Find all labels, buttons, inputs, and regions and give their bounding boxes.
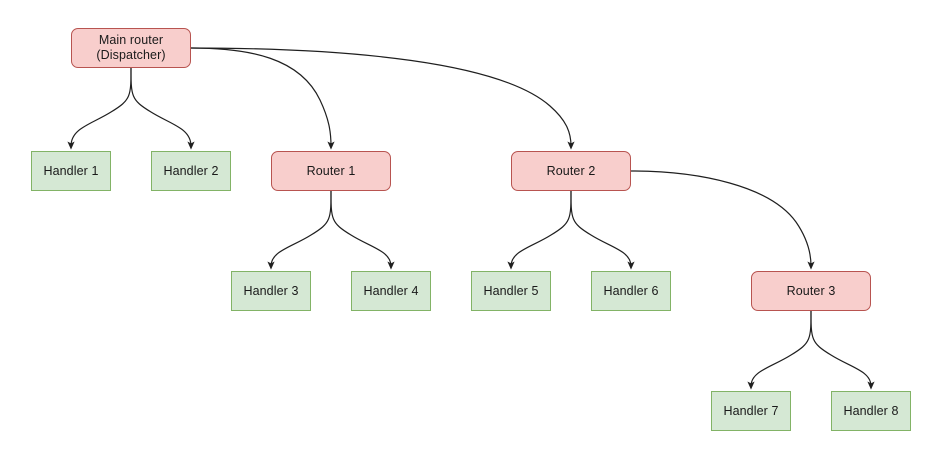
node-label-router-2: Router 2 [546, 163, 596, 178]
edge-router-2-to-router-3 [630, 170, 815, 270]
node-router-1[interactable]: Router 1 [271, 151, 391, 191]
node-label-handler-4: Handler 4 [363, 283, 419, 298]
edge-router-1-to-handler-4 [330, 190, 395, 270]
node-main-router[interactable]: Main router (Dispatcher) [71, 28, 191, 68]
node-handler-8[interactable]: Handler 8 [831, 391, 911, 431]
node-label-handler-7: Handler 7 [723, 403, 779, 418]
node-label-handler-6: Handler 6 [603, 283, 659, 298]
edge-router-3-to-handler-7 [747, 310, 812, 390]
node-label-handler-5: Handler 5 [483, 283, 539, 298]
node-label-handler-8: Handler 8 [843, 403, 899, 418]
node-handler-5[interactable]: Handler 5 [471, 271, 551, 311]
edge-main-to-router-2 [190, 47, 575, 150]
edge-main-to-handler-2 [130, 67, 195, 150]
edge-router-1-to-handler-3 [267, 190, 332, 270]
edge-router-2-to-handler-5 [507, 190, 572, 270]
node-handler-3[interactable]: Handler 3 [231, 271, 311, 311]
edge-main-to-handler-1 [67, 67, 132, 150]
node-handler-6[interactable]: Handler 6 [591, 271, 671, 311]
node-label-router-3: Router 3 [786, 283, 836, 298]
node-router-2[interactable]: Router 2 [511, 151, 631, 191]
node-handler-2[interactable]: Handler 2 [151, 151, 231, 191]
edge-router-3-to-handler-8 [810, 310, 875, 390]
node-label-handler-3: Handler 3 [243, 283, 299, 298]
node-label-router-1: Router 1 [306, 163, 356, 178]
edge-main-to-router-1 [190, 47, 335, 150]
node-label-handler-2: Handler 2 [163, 163, 219, 178]
node-router-3[interactable]: Router 3 [751, 271, 871, 311]
node-label-handler-1: Handler 1 [43, 163, 99, 178]
node-label-main-router: Main router (Dispatcher) [96, 33, 166, 62]
edge-router-2-to-handler-6 [570, 190, 635, 270]
node-handler-4[interactable]: Handler 4 [351, 271, 431, 311]
node-handler-1[interactable]: Handler 1 [31, 151, 111, 191]
node-handler-7[interactable]: Handler 7 [711, 391, 791, 431]
